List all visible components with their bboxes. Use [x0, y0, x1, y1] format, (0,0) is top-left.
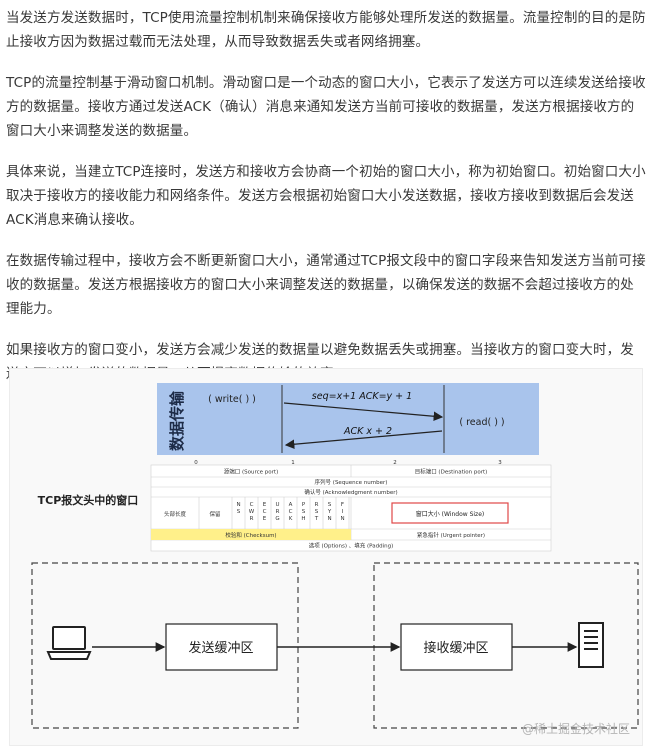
header-window-title: TCP报文头中的窗口	[38, 493, 139, 507]
ack-arrow	[284, 430, 443, 450]
ack-number-cell: 确认号 (Acknowledgment number)	[304, 488, 397, 496]
options-cell: 选项 (Options) 、填充 (Padding)	[309, 542, 393, 550]
computer-icon	[46, 626, 92, 660]
receiver-host-frame	[373, 562, 639, 729]
tcp-window-diagram: 数据传输 ( write( ) ) ( read( ) ) seq=x+1 AC…	[9, 368, 643, 746]
ack-label: ACK x + 2	[343, 426, 392, 437]
urgent-pointer-cell: 紧急指针 (Urgent pointer)	[417, 531, 485, 539]
recv-buffer-label: 接收缓冲区	[423, 640, 488, 656]
window-size-cell: 窗口大小 (Window Size)	[416, 510, 484, 518]
checksum-highlight	[151, 529, 351, 540]
sender-host-frame	[31, 562, 299, 729]
seq-number-cell: 序列号 (Sequence number)	[315, 478, 388, 486]
checksum-cell: 校验和 (Checksum)	[225, 531, 276, 539]
bit-tick: 0	[194, 460, 198, 466]
reserved-cell: 保留	[209, 510, 221, 518]
server-icon	[578, 622, 604, 668]
header-length-cell: 头部长度	[164, 510, 187, 518]
diagram-canvas: 数据传输 ( write( ) ) ( read( ) ) seq=x+1 AC…	[31, 383, 639, 729]
paragraph-4: 在数据传输过程中，接收方会不断更新窗口大小，通常通过TCP报文段中的窗口字段来告…	[6, 253, 646, 317]
dest-port-cell: 目标端口 (Destination port)	[415, 468, 488, 476]
send-buffer-label: 发送缓冲区	[188, 640, 253, 656]
tcp-header-table: 0 1 2 3 源端口 (Source port) 目标端口 (Destinat…	[150, 460, 552, 552]
read-label: ( read( ) )	[459, 417, 504, 428]
transfer-title: 数据传输	[168, 390, 186, 451]
seq-label: seq=x+1 ACK=y + 1	[312, 391, 412, 402]
bit-tick: 3	[498, 460, 502, 466]
paragraph-2: TCP的流量控制基于滑动窗口机制。滑动窗口是一个动态的窗口大小，它表示了发送方可…	[6, 75, 646, 139]
watermark: @稀土掘金技术社区	[521, 722, 630, 736]
source-port-cell: 源端口 (Source port)	[224, 468, 278, 476]
bit-tick: 2	[393, 460, 397, 466]
paragraph-3: 具体来说，当建立TCP连接时，发送方和接收方会协商一个初始的窗口大小，称为初始窗…	[6, 164, 646, 228]
window-size-box	[391, 502, 509, 524]
recv-buffer-box	[400, 623, 513, 671]
paragraph-1: 当发送方发送数据时，TCP使用流量控制机制来确保接收方能够处理所发送的数据量。流…	[6, 10, 646, 50]
send-buffer-box	[165, 623, 278, 671]
article-body: 当发送方发送数据时，TCP使用流量控制机制来确保接收方能够处理所发送的数据量。流…	[6, 6, 646, 403]
seq-arrow	[283, 402, 444, 422]
bit-tick: 1	[291, 460, 295, 466]
transfer-panel	[157, 383, 539, 455]
write-label: ( write( ) )	[208, 394, 256, 405]
